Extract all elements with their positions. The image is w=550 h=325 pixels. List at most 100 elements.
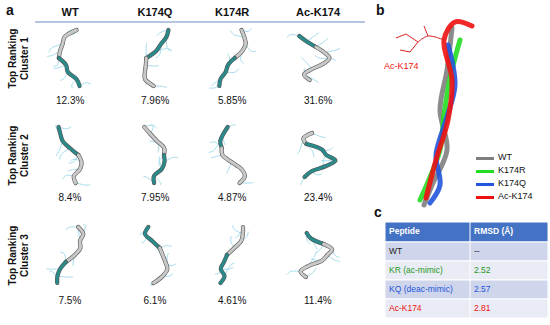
percentage: 7.5% — [59, 295, 82, 307]
ribbon-outline — [154, 248, 168, 283]
ribbon — [66, 227, 83, 262]
ribbon-outline — [220, 255, 227, 283]
peptide-structure — [143, 125, 178, 185]
panel-letter: c — [374, 204, 382, 220]
ribbon — [59, 58, 80, 86]
table-row — [385, 261, 548, 280]
legend-entry: Ac-K174 — [476, 191, 548, 203]
percentage: 31.6% — [304, 95, 332, 107]
percentage: 7.95% — [141, 192, 169, 204]
table-cell: Ac-K174 — [389, 304, 422, 314]
ribbon — [146, 30, 168, 58]
panel-letter: b — [376, 2, 385, 18]
legend-swatch — [476, 170, 494, 173]
ribbon-outline — [59, 127, 79, 155]
percentage: 7.96% — [141, 95, 169, 107]
ribbon-outline — [222, 148, 245, 183]
legend-entry: WT — [476, 152, 548, 164]
percentage: 11.4% — [304, 295, 332, 307]
ribbon-outline — [145, 227, 160, 248]
ribbon-outline — [154, 155, 165, 183]
ribbon — [307, 233, 324, 244]
column-header: WT — [62, 6, 79, 19]
acetyl-sticks — [400, 50, 410, 52]
ribbon-outline — [299, 36, 316, 47]
legend-swatch — [476, 196, 494, 199]
peptide-structure — [47, 28, 91, 88]
ribbon — [154, 248, 168, 283]
table-cell: WT — [389, 247, 402, 257]
legend-text: K174Q — [498, 178, 526, 188]
peptide-structure — [287, 233, 340, 277]
side-chain — [57, 276, 73, 277]
table-row — [385, 299, 548, 318]
percentage: 8.4% — [59, 192, 82, 204]
ribbon-outline — [220, 127, 228, 148]
table-divider — [470, 222, 471, 318]
legend-entry: K174Q — [476, 178, 548, 190]
peptide-structure — [46, 225, 85, 283]
ribbon — [304, 47, 329, 80]
peptide-structure — [140, 227, 176, 285]
ribbon — [222, 148, 245, 183]
structure-label: Ac-K174 — [384, 61, 419, 71]
legend-entry: K174R — [476, 165, 548, 177]
ribbon-outline — [74, 155, 82, 183]
ribbon — [145, 227, 160, 248]
table-row — [385, 242, 548, 261]
ribbon-outline — [146, 30, 168, 58]
ribbon — [59, 127, 79, 155]
ribbon-outline — [305, 144, 336, 177]
table-cell: -- — [474, 247, 480, 257]
table-cell: 2.52 — [474, 266, 491, 276]
legend-swatch — [476, 157, 494, 160]
percentage: 4.61% — [218, 295, 246, 307]
table-cell: RMSD (Å) — [474, 227, 513, 237]
acetyl-sticks — [396, 34, 406, 38]
peptide-structure — [215, 225, 248, 285]
column-header: K174Q — [138, 6, 173, 19]
peptide-structure — [298, 133, 337, 185]
ribbon — [305, 144, 336, 177]
ribbon-outline — [59, 58, 80, 86]
side-chain — [76, 183, 90, 185]
ribbon — [227, 227, 243, 255]
peptide-structure — [287, 33, 340, 83]
table-cell: Peptide — [389, 227, 420, 237]
column-header: Ac-K174 — [296, 6, 340, 19]
acetyl-sticks — [418, 36, 444, 42]
table-row — [385, 222, 548, 242]
ribbon — [59, 30, 77, 58]
ribbon-outline — [301, 244, 332, 277]
ribbon-outline — [219, 58, 234, 86]
legend-text: K174R — [498, 165, 526, 175]
row-header: Top Ranking Cluster 3 — [7, 215, 30, 295]
peptide-structure — [144, 30, 172, 87]
acetyl-sticks — [424, 26, 428, 36]
legend-swatch — [476, 183, 494, 186]
ribbon-outline — [57, 262, 66, 283]
percentage: 23.4% — [304, 192, 332, 204]
ribbon-outline — [235, 30, 246, 58]
ribbon — [235, 30, 246, 58]
ribbon — [57, 262, 66, 283]
ribbon — [144, 127, 164, 155]
ribbon — [301, 244, 332, 277]
table-cell: KQ (deac-mimic) — [389, 285, 453, 295]
ribbon-outline — [144, 127, 164, 155]
column-header: K174R — [215, 6, 249, 19]
ribbon — [299, 36, 316, 47]
peptide-structure — [209, 28, 256, 88]
peptide-structure — [56, 125, 90, 185]
ribbon — [74, 155, 82, 183]
ribbon — [154, 155, 165, 183]
legend-text: WT — [498, 152, 512, 162]
peptide-structure — [209, 125, 254, 183]
side-chain — [312, 133, 326, 137]
acetyl-sticks — [406, 34, 418, 42]
ribbon-outline — [307, 233, 324, 244]
row-header: Top Ranking Cluster 1 — [7, 18, 30, 98]
side-chain — [60, 148, 70, 160]
panel-letter: a — [6, 2, 14, 18]
